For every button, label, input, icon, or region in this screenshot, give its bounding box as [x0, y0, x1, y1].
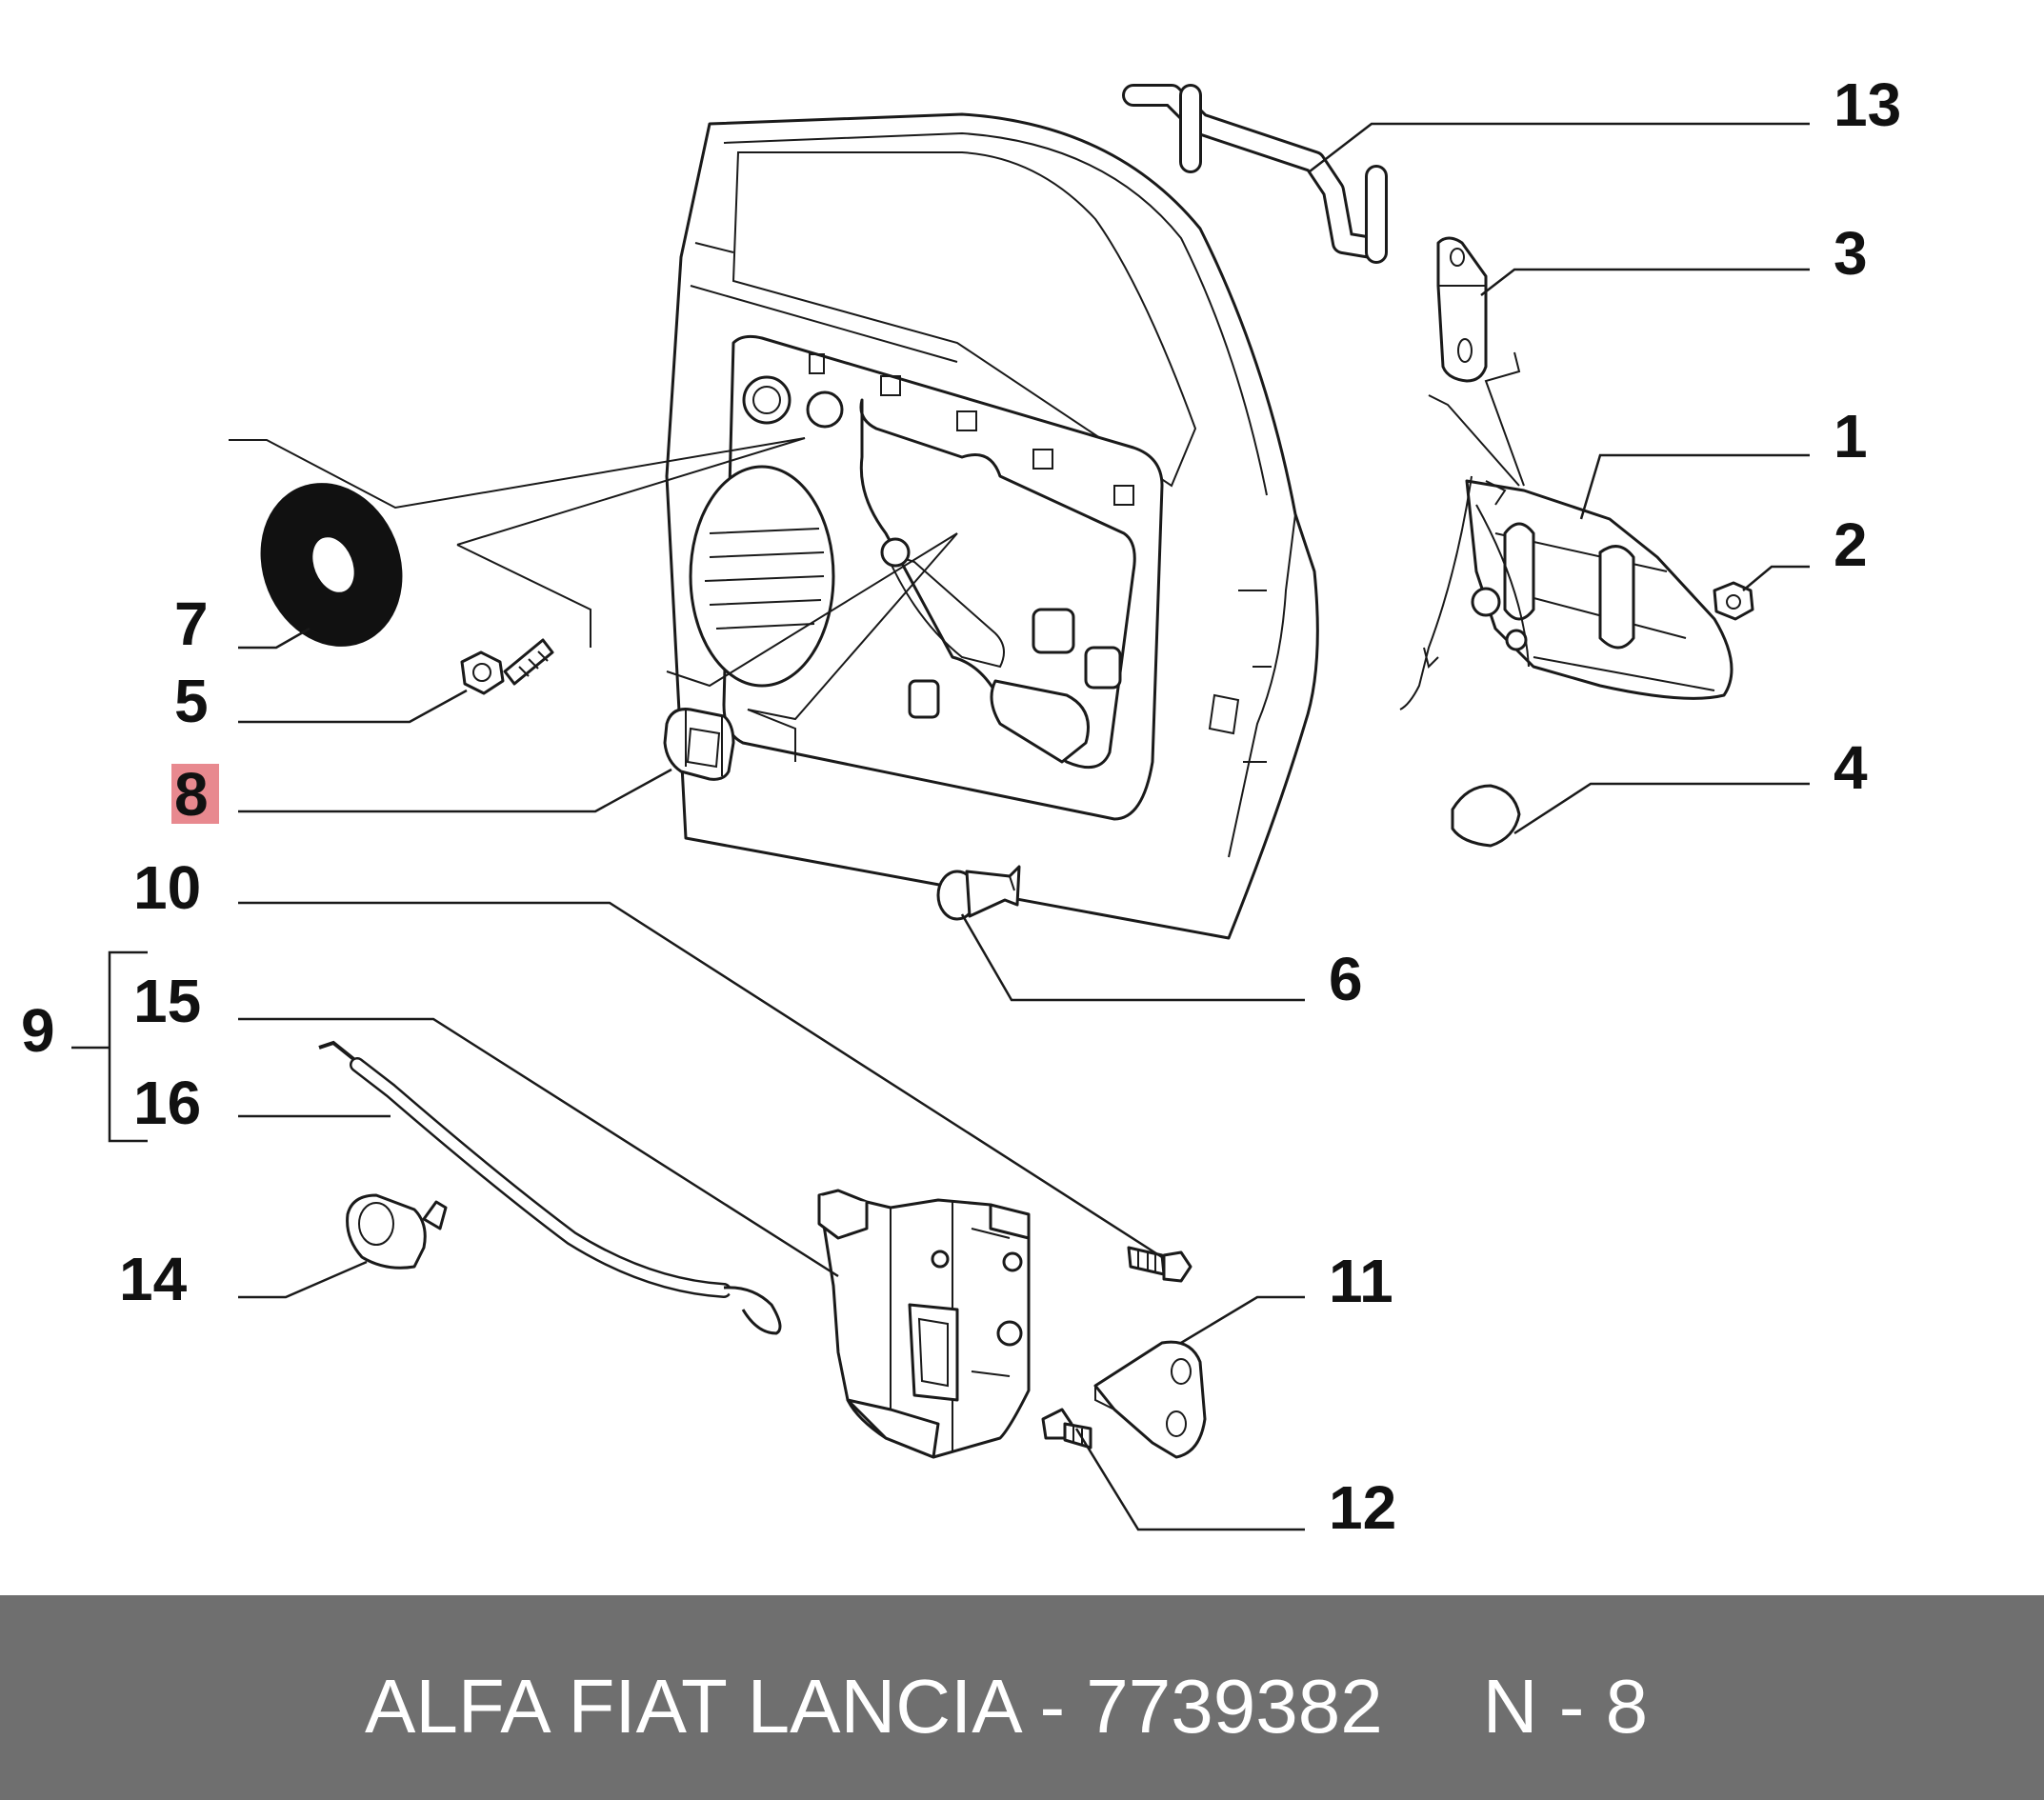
part-13-rod: [1122, 84, 1388, 264]
callout-13: 13: [1834, 70, 1901, 139]
callout-9: 9: [21, 996, 55, 1065]
part-1-handle: [1399, 475, 1733, 710]
footer-reference: N - 8: [1482, 1664, 1649, 1749]
callout-2: 2: [1834, 510, 1868, 579]
part-8-clip: [663, 708, 735, 781]
callout-8: 8: [174, 760, 209, 829]
callout-11: 11: [1329, 1247, 1393, 1315]
leader-lines: [71, 122, 1810, 1531]
callout-15: 15: [133, 967, 201, 1035]
footer-brand-part-number: ALFA FIAT LANCIA - 7739382: [365, 1664, 1383, 1749]
part-16-cable: [318, 1040, 782, 1335]
footer-caption: ALFA FIAT LANCIA - 7739382 N - 8: [365, 1664, 1648, 1749]
exploded-door-diagram: 13 3 1 2 4 7 5 8 10 6 9 15 16 14 11 12: [21, 70, 1901, 1542]
callout-labels: 13 3 1 2 4 7 5 8 10 6 9 15 16 14 11 12: [21, 70, 1901, 1542]
part-3-bracket: [1436, 236, 1488, 383]
footer-bar: [0, 1595, 2044, 1800]
part-6-pushclip: [936, 865, 1021, 921]
guide-lines: [229, 351, 1525, 762]
lock-mechanism: [817, 1189, 1031, 1459]
part-14-clip: [346, 1193, 448, 1270]
part-10-screw: [1127, 1246, 1192, 1283]
part-4-cap: [1451, 784, 1521, 848]
callout-3: 3: [1834, 219, 1868, 288]
part-5-bolt: [460, 638, 554, 695]
part-11-striker: [1093, 1340, 1207, 1459]
callout-10: 10: [133, 853, 201, 922]
part-2-nut: [1713, 581, 1754, 621]
callout-14: 14: [119, 1245, 188, 1313]
callout-4: 4: [1834, 733, 1868, 802]
callout-8-highlight: [171, 764, 219, 824]
callout-6: 6: [1329, 945, 1363, 1013]
callout-16: 16: [133, 1069, 201, 1137]
part-7-seal: [260, 483, 403, 647]
callout-12: 12: [1329, 1473, 1396, 1542]
door-panel: [665, 112, 1319, 940]
callout-7: 7: [174, 590, 209, 658]
callout-5: 5: [174, 667, 209, 735]
callout-1: 1: [1834, 402, 1868, 470]
